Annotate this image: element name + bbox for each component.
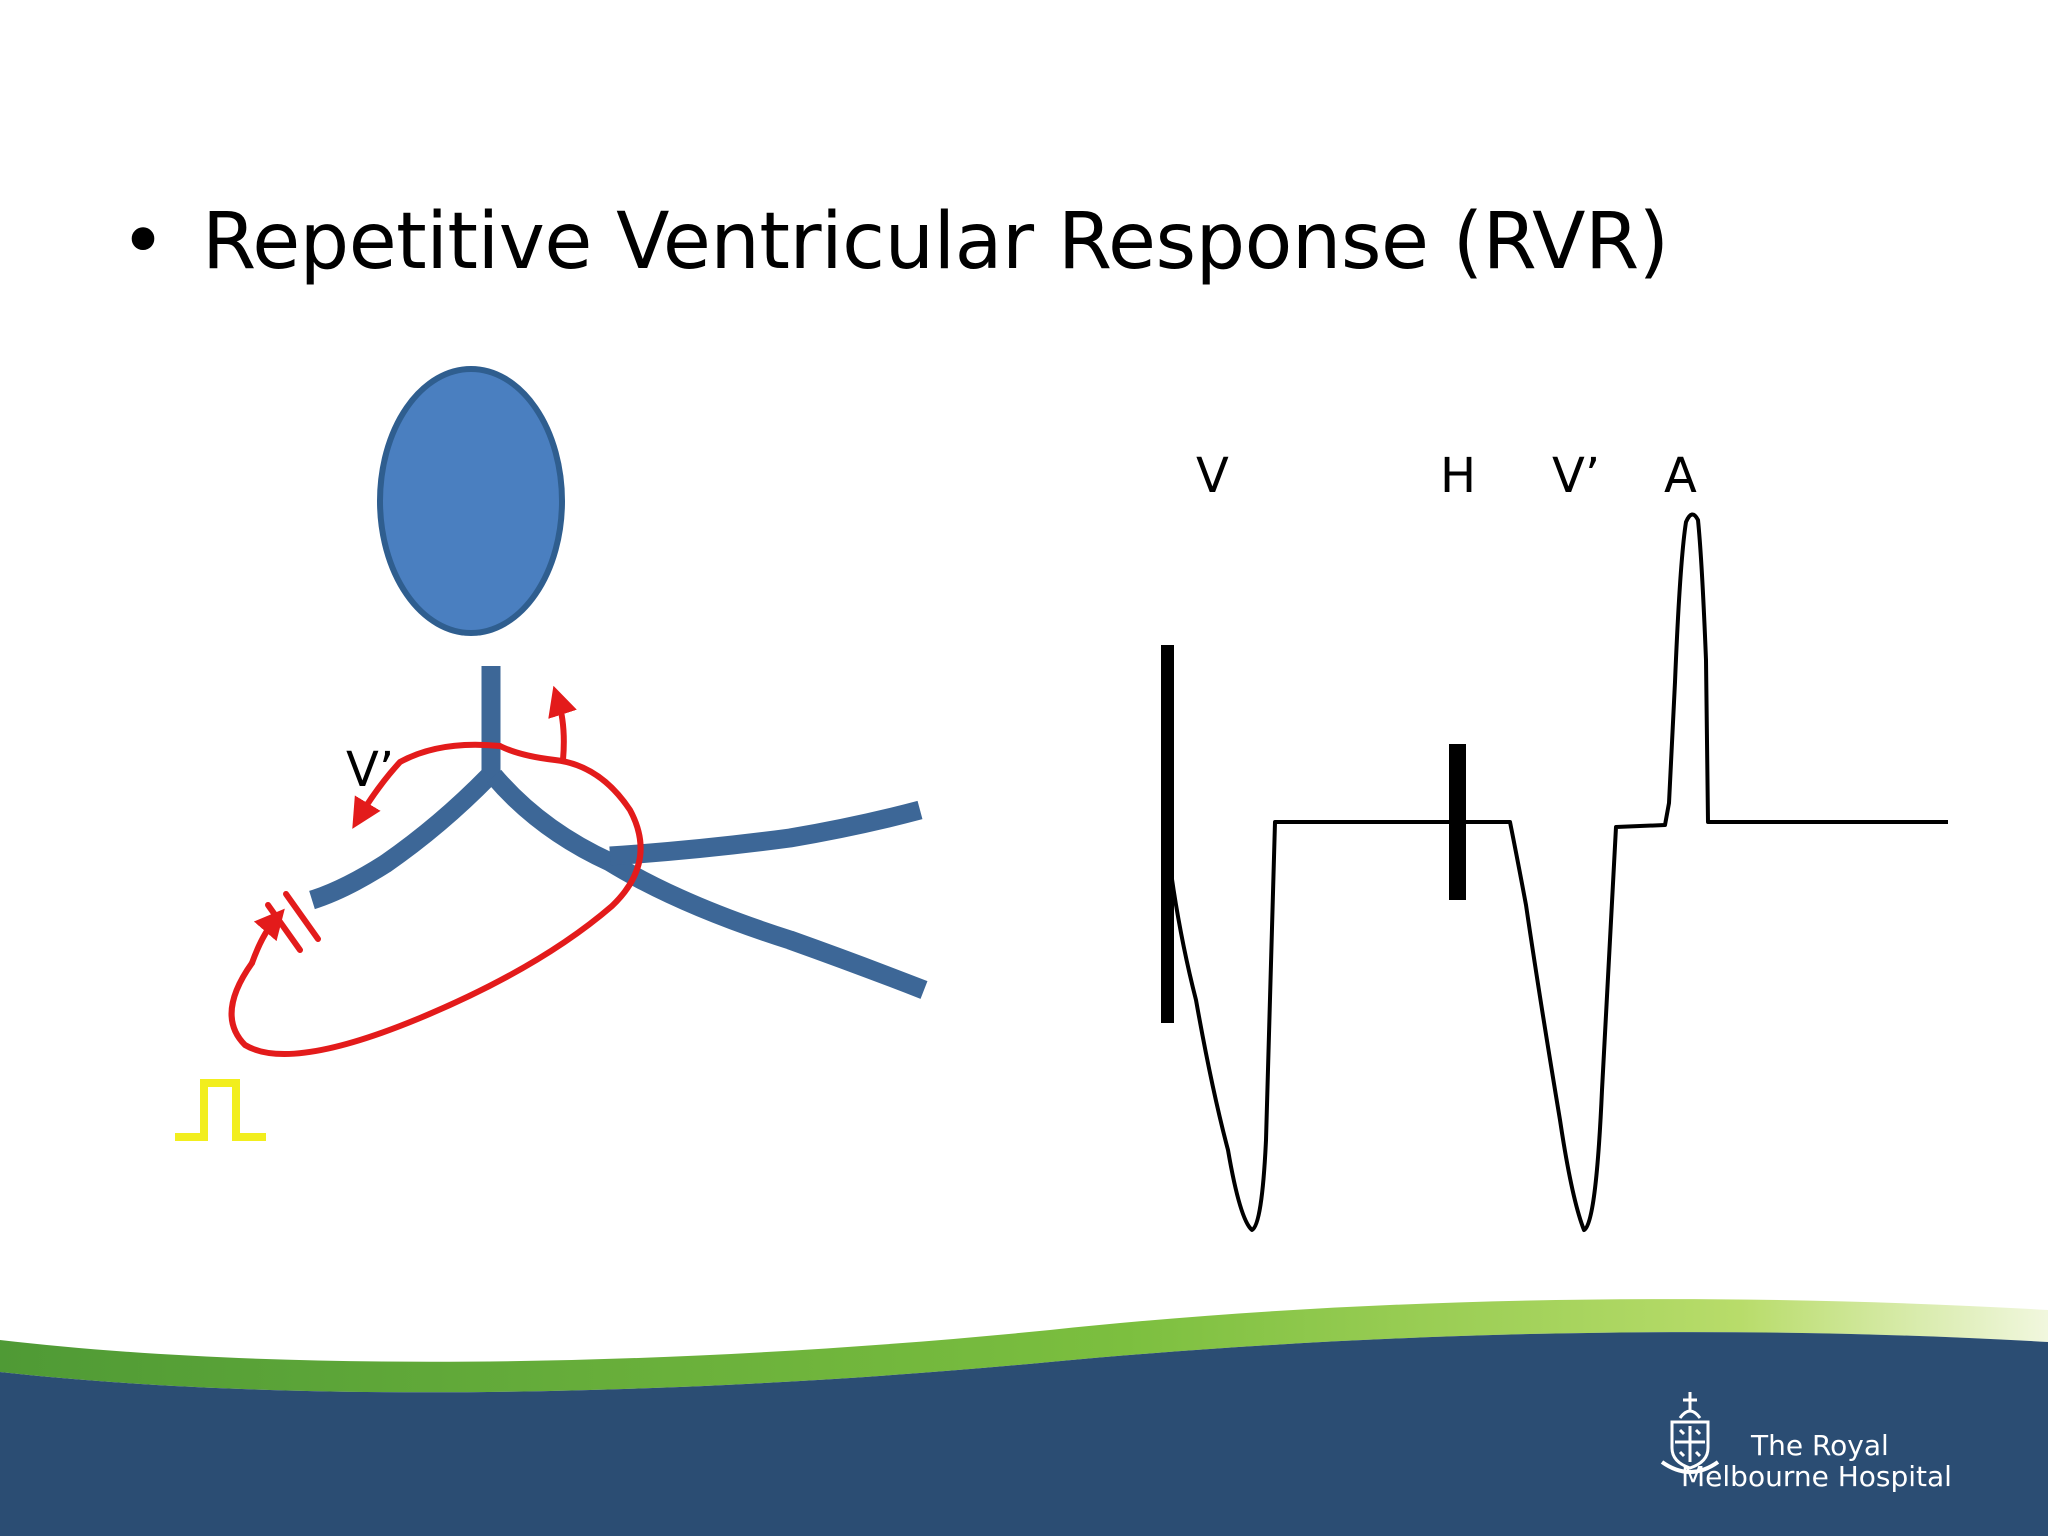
hospital-crest-icon (1660, 1392, 1720, 1474)
his-deflection-bar (1449, 744, 1466, 900)
bundle-branches (309, 666, 928, 999)
reentry-label: V’ (346, 742, 394, 798)
org-name-line1: The Royal (1750, 1429, 1889, 1462)
waveform-trace (1161, 512, 1948, 1232)
slide-bullet-text: Repetitive Ventricular Response (RVR) (202, 197, 1669, 287)
label-a: A (1664, 448, 1697, 504)
label-v: V (1196, 448, 1229, 504)
footer-green-swoosh (0, 1299, 2048, 1393)
bullet-point: • Repetitive Ventricular Response (RVR) (120, 182, 1669, 302)
right-bundle-branch (486, 769, 928, 999)
conduction-block-mark (265, 891, 321, 953)
reentry-loop (228, 743, 644, 1057)
footer-band: The Royal Melbourne Hospital (0, 1299, 2048, 1536)
org-name-line2: Melbourne Hospital (1681, 1460, 1952, 1493)
waveform-line (1166, 512, 1948, 1232)
label-v-prime: V’ (1552, 448, 1600, 504)
reentry-arrow-left (352, 741, 503, 829)
reentry-arrow-up (548, 685, 577, 763)
fascicle-branch (609, 800, 923, 866)
bullet-symbol: • (120, 197, 167, 287)
conduction-diagram: V’ (175, 366, 928, 1141)
left-bundle-branch (309, 769, 496, 910)
footer-navy-band (0, 1332, 2048, 1536)
ventricular-deflection-bar (1161, 645, 1174, 1023)
waveform-labels: V H V’ A (1196, 448, 1697, 504)
stimulus-pulse-icon (175, 1079, 266, 1141)
label-h: H (1440, 448, 1476, 504)
reentry-circuit (228, 685, 644, 1057)
entry-arrow (249, 908, 285, 966)
av-node-ellipse (377, 366, 565, 636)
